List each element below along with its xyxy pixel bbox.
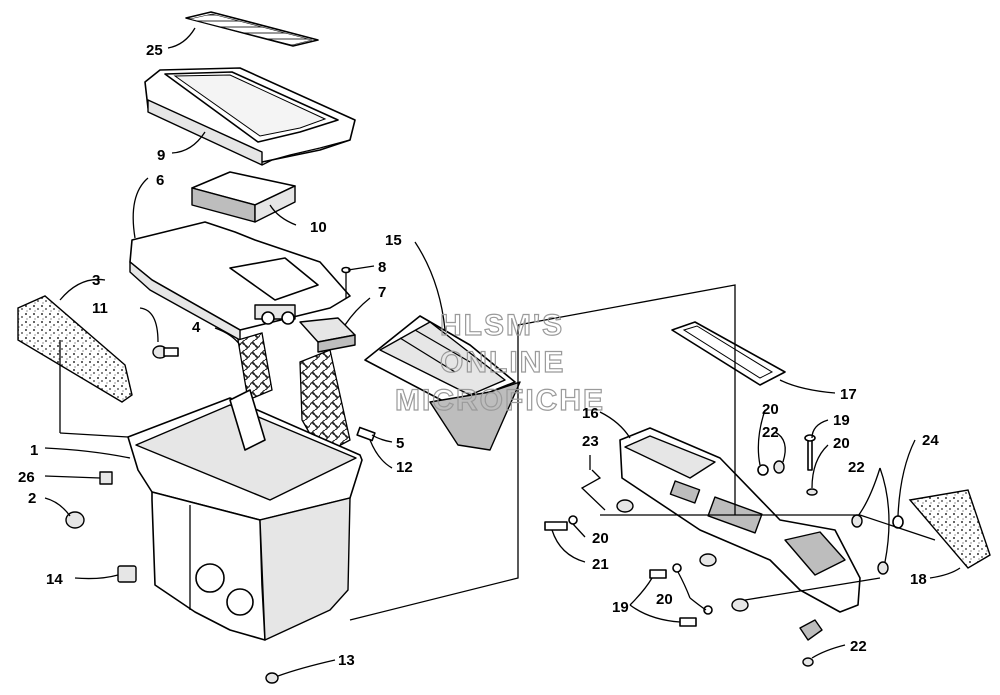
- intake-boot-part-15: [364, 315, 521, 451]
- callout-8: 8: [378, 259, 386, 276]
- callout-7: 7: [378, 284, 386, 301]
- callout-labels: 25 9 6 10 8 7 3 11 4 15 5 12 1 26 2 14 1…: [18, 42, 939, 669]
- watermark-line-3: MICROFICHE: [395, 384, 605, 417]
- screw-part-8: [341, 266, 351, 298]
- callout-26: 26: [18, 469, 35, 486]
- callout-19-b: 19: [612, 599, 629, 616]
- callout-25: 25: [146, 42, 163, 59]
- callout-2: 2: [28, 490, 36, 507]
- callout-4: 4: [192, 319, 201, 336]
- callout-13: 13: [338, 652, 355, 669]
- callout-21: 21: [592, 556, 609, 573]
- clip-part-14: [117, 565, 137, 583]
- watermark: HLSM'S ONLINE MICROFICHE: [394, 308, 605, 417]
- callout-22-a: 22: [762, 424, 779, 441]
- callout-1: 1: [30, 442, 38, 459]
- plug-part-13: [265, 672, 279, 684]
- callout-6: 6: [156, 172, 164, 189]
- filter-tray-part-6: [129, 221, 351, 341]
- callout-19-a: 19: [833, 412, 850, 429]
- foam-pad-part-3: [17, 295, 133, 403]
- callout-5: 5: [396, 435, 404, 452]
- frame-lines: [59, 284, 936, 621]
- callout-11: 11: [92, 300, 108, 317]
- rod-part-23: [580, 469, 606, 511]
- callout-9: 9: [157, 147, 165, 164]
- foam-block-part-7: [299, 317, 356, 353]
- callout-3: 3: [92, 272, 100, 289]
- screw-part-12: [356, 426, 376, 442]
- watermark-line-2: ONLINE: [440, 346, 565, 379]
- callout-16: 16: [582, 405, 599, 422]
- air-duct-part-16: [619, 427, 861, 613]
- gasket-part-4: [237, 332, 351, 456]
- grommet-part-2: [65, 511, 85, 529]
- airbox-lid-part-9: [144, 67, 356, 166]
- callout-18: 18: [910, 571, 927, 588]
- callout-22-c: 22: [850, 638, 867, 655]
- gasket-frame-part-17: [671, 321, 786, 386]
- airbox-part-1: [99, 389, 363, 641]
- callout-20-c: 20: [592, 530, 609, 547]
- hardware: [544, 434, 904, 667]
- callout-12: 12: [396, 459, 413, 476]
- watermark-line-1: HLSM'S: [440, 309, 564, 342]
- callout-24: 24: [922, 432, 939, 449]
- callout-20-b: 20: [833, 435, 850, 452]
- callout-14: 14: [46, 571, 63, 588]
- fastener-part-11: [152, 345, 179, 359]
- callout-20-a: 20: [762, 401, 779, 418]
- callout-23: 23: [582, 433, 599, 450]
- foam-pad-part-24: [908, 489, 991, 569]
- leader-lines: [44, 27, 961, 677]
- callout-22-b: 22: [848, 459, 865, 476]
- callout-10: 10: [310, 219, 327, 236]
- callout-20-d: 20: [656, 591, 673, 608]
- callout-17: 17: [840, 386, 857, 403]
- decal-part-25: [185, 11, 319, 47]
- callout-15: 15: [385, 232, 402, 249]
- filter-element-part-10: [191, 171, 296, 223]
